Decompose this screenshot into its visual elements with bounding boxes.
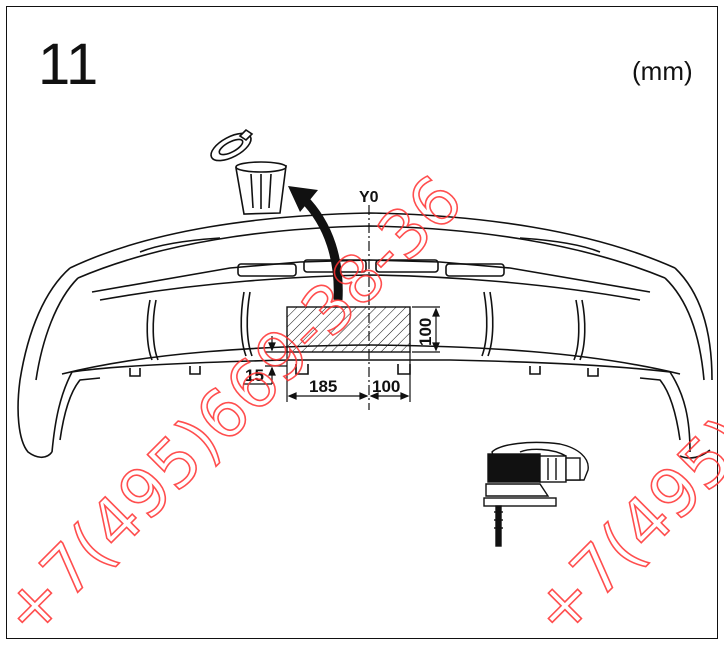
dim-edge-label: 15 [245,366,264,385]
y0-label: Y0 [359,189,379,206]
cutout-area [286,306,411,353]
diagram-frame [6,6,718,639]
trash-can-icon [210,128,287,215]
jigsaw-tool-icon [483,441,589,547]
unit-label: (mm) [632,56,693,86]
watermark-right: +7(495)669-38-36 [517,161,724,645]
watermark-left: +7(495)669-38-36 [0,161,477,645]
dim-left-label: 185 [309,377,337,396]
dim-edge [243,336,287,385]
dim-horizontal [286,352,411,402]
dim-height-label: 100 [416,318,435,346]
dim-height [412,306,440,353]
removal-arrow-icon [288,186,343,301]
step-number: 11 [38,32,99,97]
dim-right-label: 100 [372,377,400,396]
